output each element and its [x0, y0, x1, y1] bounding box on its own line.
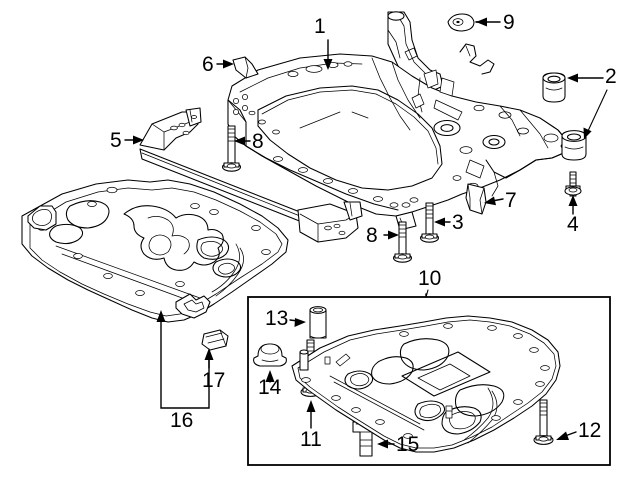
brace-mounting-bolt-part8-upper — [221, 125, 242, 172]
callout-label-11: 11 — [300, 428, 322, 451]
spacer-collar-part13 — [309, 306, 327, 339]
callout-label-16: 16 — [170, 409, 194, 432]
stopper-bracket-part7 — [465, 183, 487, 215]
callout-label-9: 9 — [503, 11, 515, 34]
undercover-grommet-part14 — [253, 343, 287, 367]
undercover-bolt-long-part12 — [533, 399, 554, 445]
callout-label-14: 14 — [258, 376, 282, 399]
undercover-panel-left-part16 — [21, 179, 289, 323]
reinforcement-gusset-part6 — [232, 56, 259, 79]
brace-mounting-bolt-part8-lower — [392, 221, 413, 263]
undercover-clip-part17 — [201, 329, 229, 351]
callout-label-6: 6 — [202, 53, 214, 76]
callout-label-12: 12 — [578, 419, 602, 442]
callout-label-2: 2 — [605, 65, 617, 88]
front-suspension-crossmember — [227, 11, 572, 231]
callout-label-8: 8 — [252, 130, 264, 153]
callout-label-10: 10 — [418, 267, 442, 290]
crossmember-bushing-lower-part2 — [561, 130, 587, 161]
callout-label-15: 15 — [396, 433, 420, 456]
callout-label-5: 5 — [110, 129, 122, 152]
crossmember-mounting-bolt-part3 — [419, 202, 440, 243]
callout-label-13: 13 — [265, 307, 289, 330]
callout-label-4: 4 — [567, 213, 579, 236]
callout-label-8b: 8 — [366, 224, 378, 247]
crossmember-bushing-upper-part2 — [542, 72, 566, 103]
engine-undercover-assembly-part10 — [291, 315, 561, 453]
bushing-through-bolt-part4 — [564, 171, 582, 197]
undercover-detail-box — [247, 296, 611, 466]
callout-label-1: 1 — [314, 15, 326, 38]
callout-label-3: 3 — [452, 211, 464, 234]
side-rail-brace-part5 — [139, 107, 363, 243]
callout-label-7: 7 — [505, 189, 517, 212]
leader-lines — [124, 17, 608, 449]
sealing-grommet-part9 — [447, 13, 475, 32]
callout-label-17: 17 — [202, 369, 226, 392]
